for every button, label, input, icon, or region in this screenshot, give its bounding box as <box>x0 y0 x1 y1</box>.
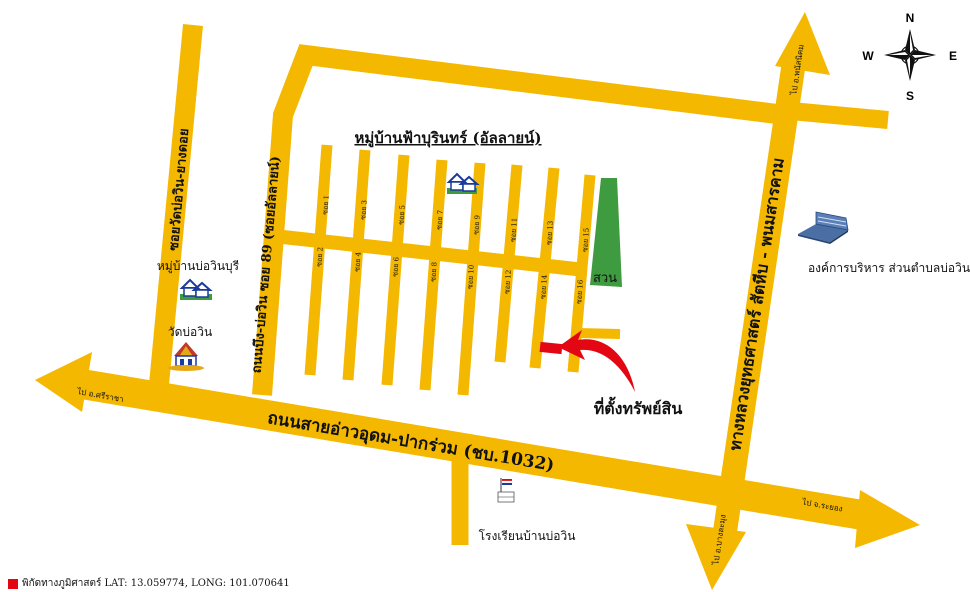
soi-label-10: ซอย 10 <box>466 265 476 290</box>
school-label: โรงเรียนบ้านบ่อวิน <box>479 529 576 543</box>
village-sois <box>304 144 621 396</box>
coordinates-footer: พิกัดทางภูมิศาสตร์ LAT: 13.059774, LONG:… <box>8 576 290 591</box>
main-arrow-east <box>855 490 920 548</box>
soi-label-16: ซอย 16 <box>575 279 585 304</box>
property-arrow <box>558 330 635 392</box>
road-highway <box>711 53 807 547</box>
compass-n: N <box>906 11 915 25</box>
soi-label-1: ซอย 1 <box>321 195 330 215</box>
soi-label-14: ซอย 14 <box>539 274 549 299</box>
soi-line <box>457 162 486 396</box>
road-main <box>67 367 883 533</box>
highway-arrow-south <box>686 524 746 590</box>
compass-rose-icon <box>884 29 936 81</box>
soi-label-8: ซอย 8 <box>429 262 438 282</box>
village-left-label: หมู่บ้านบ่อวินบุรี <box>157 259 240 274</box>
soi-line <box>342 149 371 381</box>
soi-line <box>381 154 410 386</box>
village-house-icon <box>446 172 480 194</box>
compass-s: S <box>906 89 914 103</box>
village-left-house-icon <box>179 278 213 300</box>
property-marker <box>539 341 563 355</box>
soi-line <box>529 167 560 369</box>
main-arrow-west <box>35 352 92 412</box>
soi-line <box>304 144 333 376</box>
coordinates-text: พิกัดทางภูมิศาสตร์ LAT: 13.059774, LONG:… <box>22 578 290 589</box>
office-building-icon <box>798 211 849 244</box>
soi-labels: ซอย 1 ซอย 2 ซอย 3 ซอย 4 ซอย 5 ซอย 6 ซอย … <box>315 195 591 304</box>
soi-label-5: ซอย 5 <box>397 205 406 225</box>
soi-label-13: ซอย 13 <box>545 221 555 246</box>
temple-label: วัดบ่อวิน <box>168 325 212 339</box>
park-label: สวน <box>593 271 617 286</box>
temple-icon <box>168 342 204 371</box>
soi-label-12: ซอย 12 <box>503 270 513 295</box>
soi-label-2: ซอย 2 <box>315 247 324 267</box>
soi-label-9: ซอย 9 <box>472 215 481 235</box>
compass-e: E <box>949 49 957 63</box>
compass-w: W <box>862 49 874 63</box>
soi-label-6: ซอย 6 <box>391 256 400 277</box>
road-soi-89 <box>252 44 787 396</box>
village-title: หมู่บ้านฟ้าบุรินทร์ (อัลลายน์) <box>354 129 541 148</box>
road-soi-wat <box>148 24 203 396</box>
soi-label-7: ซอย 7 <box>435 210 444 230</box>
legend-marker-square <box>8 578 18 589</box>
soi-line <box>419 159 448 391</box>
soi-label-11: ซอย 11 <box>509 218 519 243</box>
soi-label-4: ซอย 4 <box>353 251 362 272</box>
park-area <box>590 178 622 287</box>
road-label-highway: ทางหลวงยุทธศาสตร์ สัตหีบ - พนมสารคาม <box>725 156 789 452</box>
soi-line <box>577 328 621 339</box>
obt-label: องค์การบริหาร ส่วนตำบลบ่อวิน <box>808 261 970 275</box>
soi-line <box>494 164 523 363</box>
soi-label-15: ซอย 15 <box>581 228 591 253</box>
highway-arrow-north <box>775 12 830 75</box>
soi-label-3: ซอย 3 <box>359 200 368 220</box>
property-label: ที่ตั้งทรัพย์สิน <box>594 396 683 418</box>
school-flag-icon <box>497 478 515 503</box>
